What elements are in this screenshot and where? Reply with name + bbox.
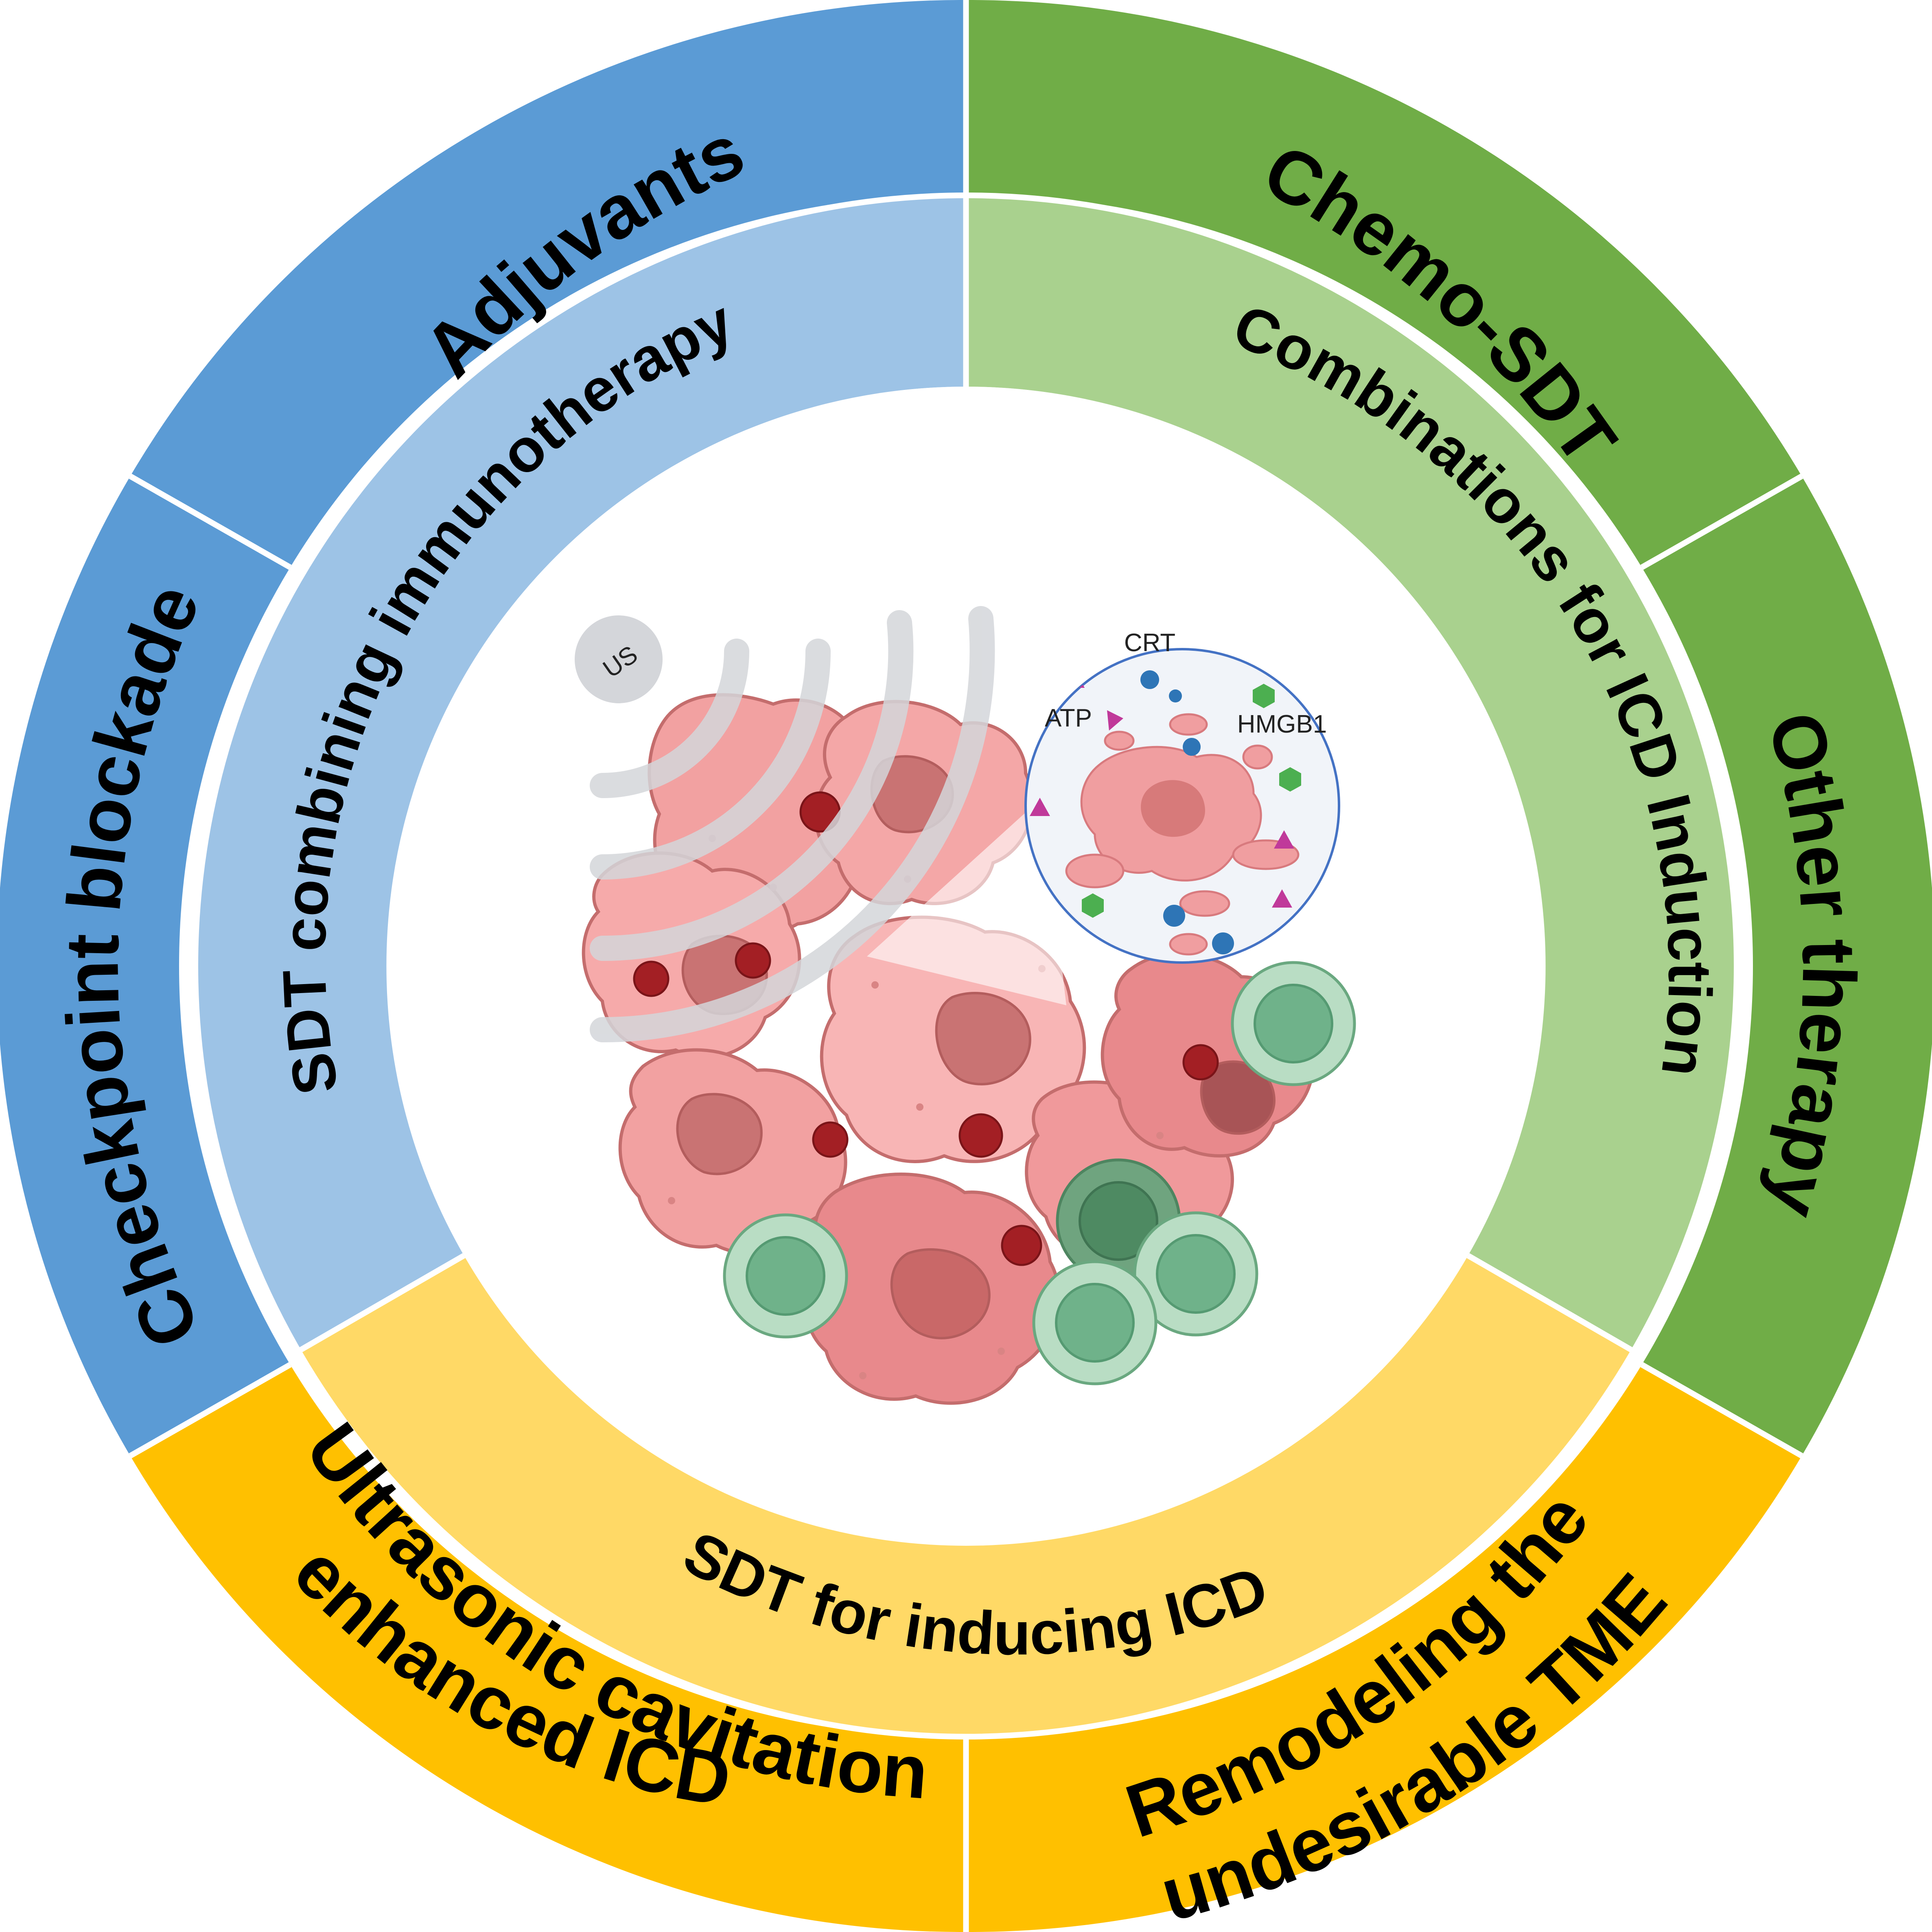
hmgb1-markers	[1082, 684, 1301, 918]
atp-label: ATP	[1045, 704, 1092, 732]
immune-cell	[1032, 1260, 1157, 1385]
inner-segment-combinations[interactable]	[966, 195, 1737, 1351]
ultrasound-waves	[590, 606, 995, 1043]
immune-cell	[723, 1213, 848, 1339]
outer-segment-chemo-sdt[interactable]	[966, 0, 1802, 567]
outer-segment-other-therapy[interactable]	[1642, 476, 1932, 1456]
inner-ring	[195, 195, 1737, 1737]
ultrasound-icon: US	[575, 615, 663, 703]
immune-cell	[1231, 961, 1356, 1086]
ring-separators	[129, 0, 1803, 1932]
tumor-nuclei	[676, 755, 1276, 1339]
immune-cell	[1133, 1211, 1258, 1337]
inner-segment-inducing-icd[interactable]	[298, 1256, 1634, 1737]
outer-segment-remodeling-tme[interactable]	[966, 1365, 1802, 1932]
crt-markers	[1140, 670, 1234, 954]
immune-cells	[723, 961, 1356, 1385]
inner-segment-immunotherapy[interactable]	[195, 195, 966, 1352]
crt-label: CRT	[1124, 629, 1175, 657]
tumor-illustration: US	[575, 606, 1356, 1405]
outer-segment-checkpoint-blockade[interactable]	[0, 476, 290, 1456]
magnified-view: CRT ATP HMGB1	[1024, 629, 1340, 964]
red-particles	[633, 791, 1219, 1266]
magnifier-cone	[867, 798, 1066, 1005]
hmgb1-label: HMGB1	[1237, 710, 1327, 738]
outer-segment-adjuvants[interactable]	[130, 0, 966, 567]
outer-segment-ultrasonic-cavitation[interactable]	[130, 1365, 966, 1932]
